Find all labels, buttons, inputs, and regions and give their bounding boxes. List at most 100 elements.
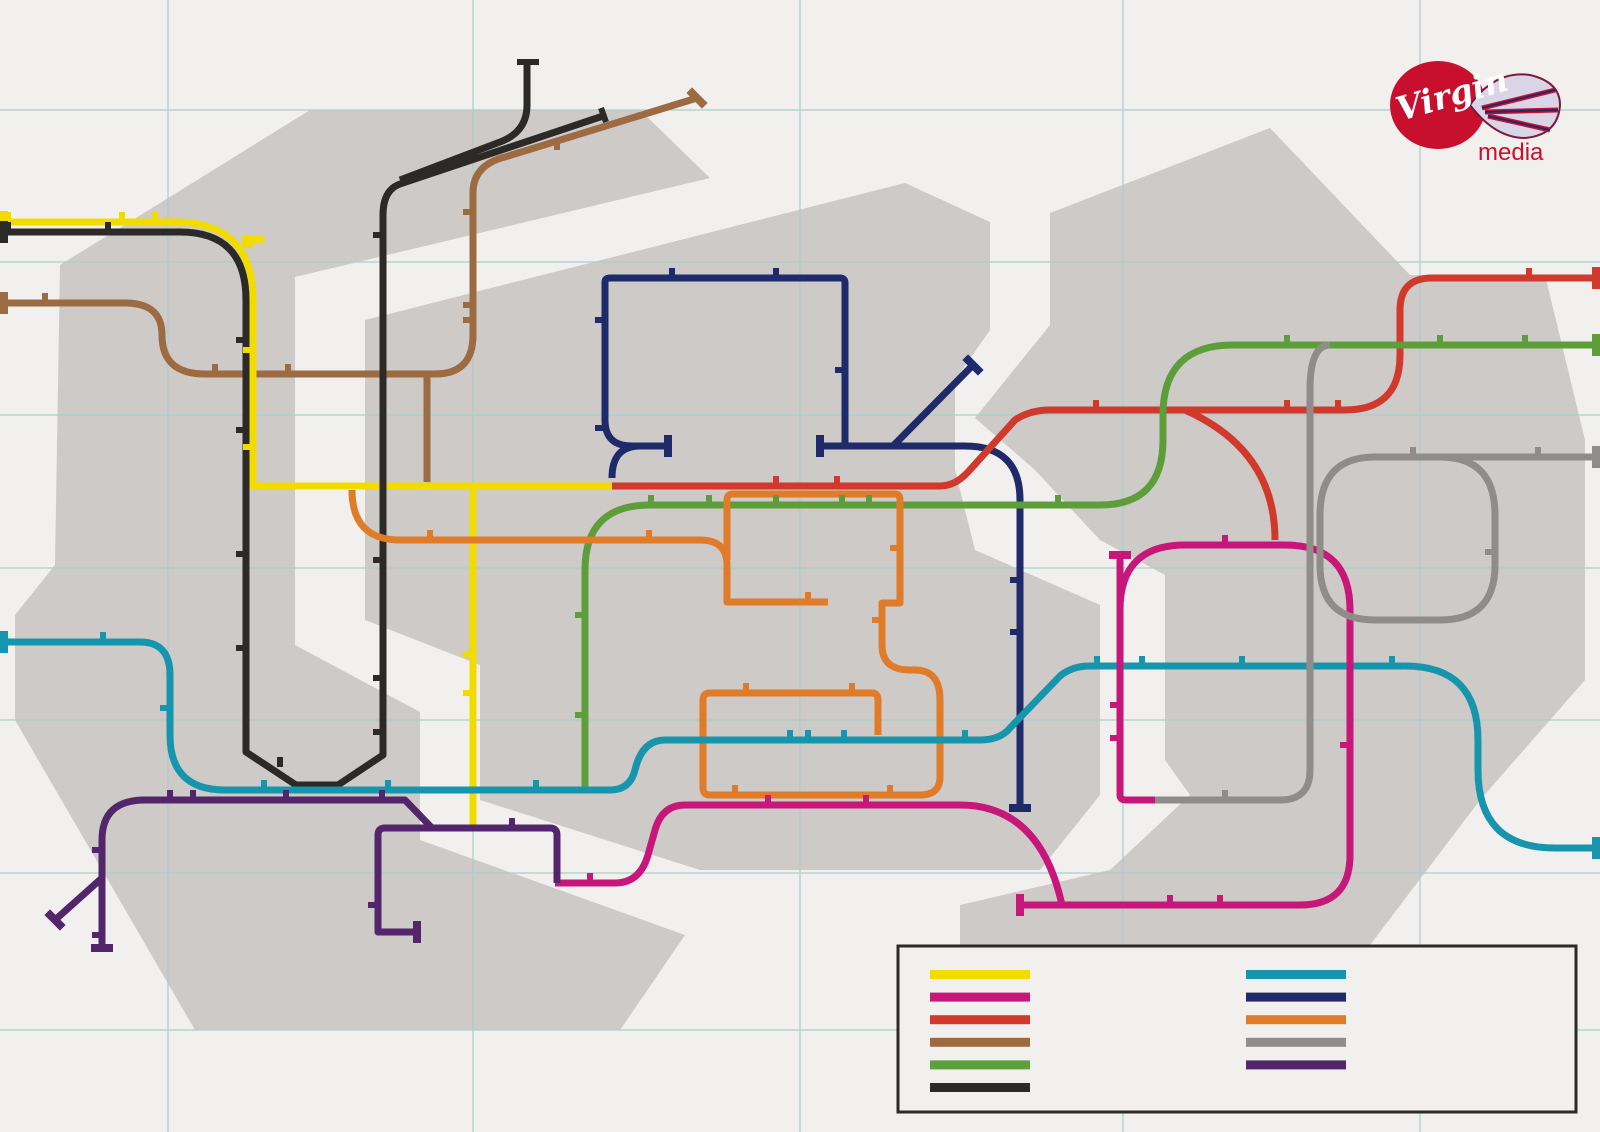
orange-station-tick [427,530,433,540]
navy-station-tick [669,268,675,278]
orange-station-tick [887,785,893,795]
magenta-line [555,541,1354,909]
orange-station-tick [732,785,738,795]
orange-station-tick [805,592,811,602]
brown-station-tick [463,317,473,323]
green-terminal-cap [1592,334,1600,356]
navy-station-tick [1010,577,1020,583]
magenta-station-tick [1110,702,1120,708]
yellow-station-tick [243,444,253,450]
magenta-station-tick [1167,895,1173,905]
brown-station-tick [285,364,291,374]
green-station-tick [773,495,779,505]
magenta-station-tick [863,795,869,805]
red-station-tick [1335,400,1341,410]
yellow-station-tick [243,242,253,248]
yellow-station-tick [463,690,473,696]
purple-station-tick [379,790,385,800]
magenta-station-tick [1222,535,1228,545]
magenta-terminal-cap [1016,894,1024,916]
teal-station-tick [533,780,539,790]
purple-station-tick [167,790,173,800]
teal-station-tick [160,705,170,711]
magenta-station-tick [765,795,771,805]
orange-station-tick [890,545,900,551]
navy-terminal-cap [664,435,672,457]
purple-station-tick [368,902,378,908]
teal-station-tick [1239,656,1245,666]
purple-station-tick [92,932,102,938]
purple-station-tick [190,790,196,800]
purple-terminal-cap [413,921,421,943]
green-station-tick [575,612,585,618]
teal-terminal-cap [1592,837,1600,859]
grey-station-tick [1535,447,1541,457]
purple-station-tick [92,847,102,853]
orange-station-tick [646,530,652,540]
purple-terminal-cap [91,944,113,952]
legend-swatch-navy [1246,992,1346,1002]
red-terminal-cap [1592,267,1600,289]
purple-station-tick [509,818,515,828]
green-line [581,341,1600,790]
green-station-tick [839,495,845,505]
black-station-tick [373,557,383,563]
red-line [612,274,1600,541]
yellow-station-tick [152,212,158,222]
brown-line [0,94,699,482]
yellow-station-tick [463,652,473,658]
navy-station-tick [595,425,605,431]
teal-station-tick [1094,656,1100,666]
red-station-tick [773,476,779,486]
purple-station-tick [283,790,289,800]
legend-swatch-teal [1246,970,1346,979]
legend-right-column [1246,970,1346,1070]
terminal-caps [517,59,609,124]
green-station-tick [575,712,585,718]
red-station-tick [834,476,840,486]
black-station-tick [236,645,246,651]
navy-terminal-cap [1009,804,1031,812]
black-station-tick [236,551,246,557]
brown-station-tick [42,293,48,303]
teal-station-tick [100,632,106,642]
brown-terminal-cap [0,292,8,314]
orange-line [348,489,944,799]
brown-terminal-cap [686,87,708,109]
yellow-station-tick [119,212,125,222]
red-station-tick [1526,268,1532,278]
red-station-tick [1093,400,1099,410]
navy-line [601,274,1024,808]
map-legend [896,944,1578,1114]
teal-station-tick [962,730,968,740]
teal-station-tick [1139,656,1145,666]
black-station-tick [277,757,283,767]
grey-station-tick [1222,790,1228,800]
red-station-tick [1284,400,1290,410]
brown-station-tick [463,302,473,308]
yellow-terminal-cap [242,236,264,244]
teal-station-tick [1389,656,1395,666]
station-ticks [0,87,1600,952]
magenta-terminal-cap [1109,551,1131,559]
legend-swatch-yellow [930,970,1030,979]
legend-left-column [930,970,1030,1092]
logo-word-text: media [1478,139,1544,166]
grey-line [1155,341,1600,804]
teal-terminal-cap [0,631,8,653]
orange-station-tick [872,617,882,623]
legend-swatch-brown [930,1037,1030,1047]
orange-station-tick [849,683,855,693]
navy-station-tick [835,367,845,373]
teal-station-tick [841,730,847,740]
green-station-tick [706,495,712,505]
green-station-tick [1522,335,1528,345]
brown-station-tick [212,364,218,374]
black-station-tick [236,337,246,343]
metro-routes [0,59,1600,948]
legend-swatch-red [930,1015,1030,1025]
magenta-station-tick [1110,735,1120,741]
legend-swatch-black [930,1083,1030,1092]
